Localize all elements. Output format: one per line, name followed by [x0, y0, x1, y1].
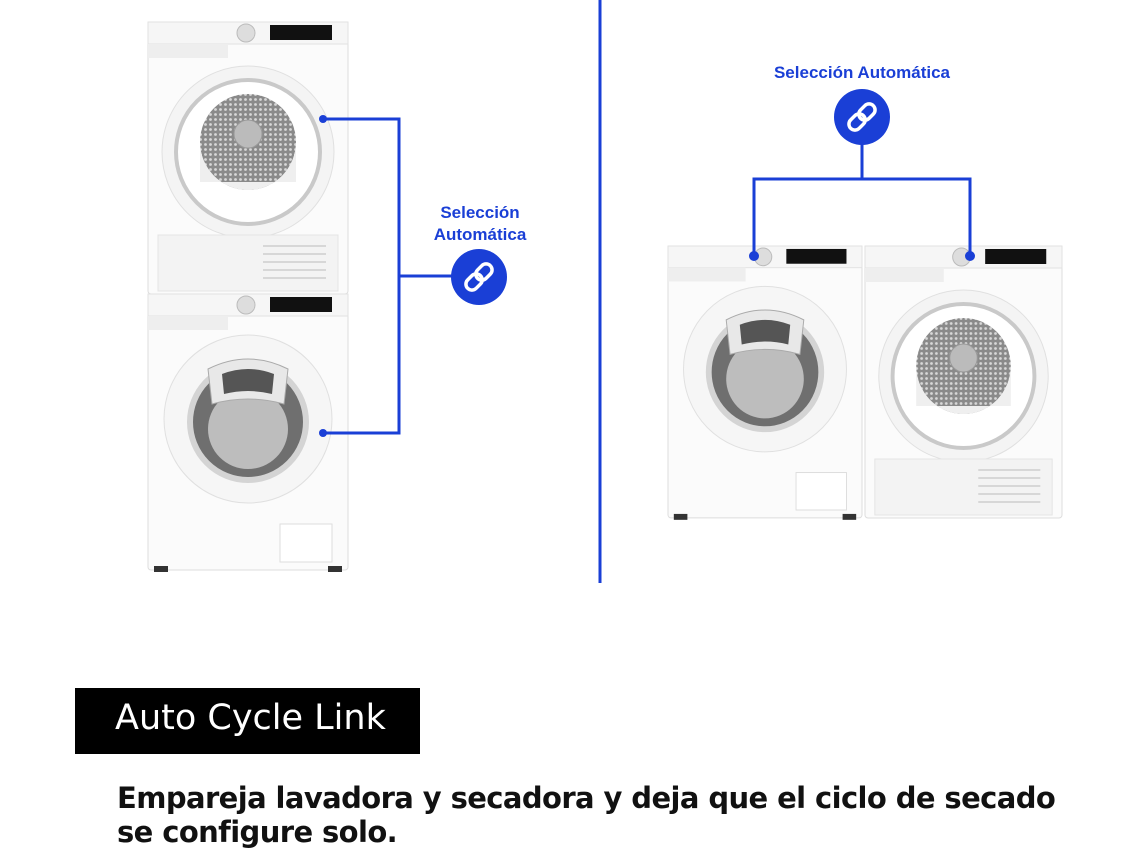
description: Empareja lavadora y secadora y deja que …	[117, 781, 1056, 849]
washer-stacked	[148, 294, 348, 572]
link-chain-icon	[834, 89, 890, 145]
auto-selection-label-right: Selección Automática	[773, 63, 951, 82]
label-line: Selección	[440, 203, 520, 222]
auto-selection-label-left: Selección Automática	[410, 202, 550, 246]
link-lines-right	[752, 140, 972, 256]
label-line: Automática	[433, 225, 527, 244]
link-lines-left	[323, 117, 455, 435]
title: Auto Cycle Link	[115, 698, 386, 738]
dryer-side	[863, 244, 1064, 520]
illustration	[0, 0, 1064, 583]
link-chain-icon	[451, 249, 507, 305]
dryer-stacked	[146, 20, 350, 296]
title-box: Auto Cycle Link	[75, 688, 420, 754]
washer-side	[668, 246, 862, 520]
